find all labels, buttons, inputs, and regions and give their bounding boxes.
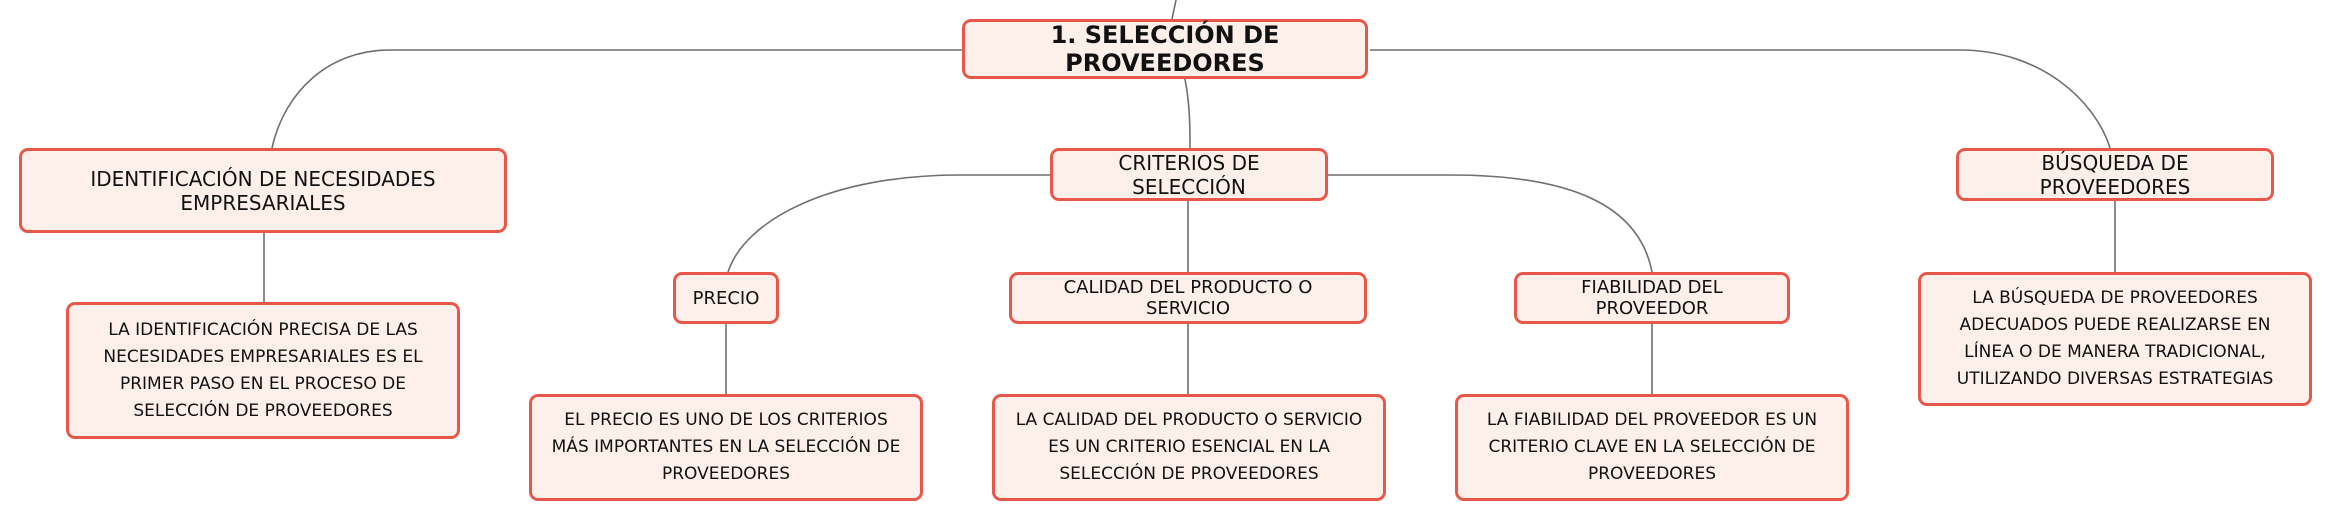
node-criterios-label: CRITERIOS DE SELECCIÓN xyxy=(1118,150,1260,199)
root-label: 1. SELECCIÓN DE PROVEEDORES xyxy=(1050,21,1280,77)
note-precio-text: EL PRECIO ES UNO DE LOS CRITERIOS MÁS IM… xyxy=(551,410,901,484)
node-identificacion[interactable]: IDENTIFICACIÓN DE NECESIDADES EMPRESARIA… xyxy=(19,148,507,233)
root-node[interactable]: 1. SELECCIÓN DE PROVEEDORES xyxy=(962,19,1368,79)
note-busqueda-text: LA BÚSQUEDA DE PROVEEDORES ADECUADOS PUE… xyxy=(1956,288,2274,389)
node-criterios[interactable]: CRITERIOS DE SELECCIÓN xyxy=(1050,148,1328,201)
note-fiabilidad-text: LA FIABILIDAD DEL PROVEEDOR ES UN CRITER… xyxy=(1486,410,1818,484)
connector-root-to-busqueda xyxy=(1370,49,2111,149)
node-calidad[interactable]: CALIDAD DEL PRODUCTO O SERVICIO xyxy=(1009,272,1367,324)
connector-criterios-to-precio xyxy=(727,174,1050,273)
node-precio-label: PRECIO xyxy=(692,287,760,309)
connector-from-above xyxy=(1171,0,1177,20)
node-fiabilidad[interactable]: FIABILIDAD DEL PROVEEDOR xyxy=(1514,272,1790,324)
node-busqueda[interactable]: BÚSQUEDA DE PROVEEDORES xyxy=(1956,148,2274,201)
note-fiabilidad[interactable]: LA FIABILIDAD DEL PROVEEDOR ES UN CRITER… xyxy=(1455,394,1849,501)
connector-root-to-identificacion xyxy=(271,49,968,149)
connector-root-to-criterios xyxy=(1184,78,1191,149)
node-precio[interactable]: PRECIO xyxy=(673,272,779,324)
node-fiabilidad-label: FIABILIDAD DEL PROVEEDOR xyxy=(1581,277,1723,319)
note-identificacion[interactable]: LA IDENTIFICACIÓN PRECISA DE LAS NECESID… xyxy=(66,302,460,439)
note-identificacion-text: LA IDENTIFICACIÓN PRECISA DE LAS NECESID… xyxy=(103,319,423,421)
note-precio[interactable]: EL PRECIO ES UNO DE LOS CRITERIOS MÁS IM… xyxy=(529,394,923,501)
note-calidad[interactable]: LA CALIDAD DEL PRODUCTO O SERVICIO ES UN… xyxy=(992,394,1386,501)
node-calidad-label: CALIDAD DEL PRODUCTO O SERVICIO xyxy=(1063,277,1313,319)
note-calidad-text: LA CALIDAD DEL PRODUCTO O SERVICIO ES UN… xyxy=(1015,410,1363,484)
node-identificacion-label: IDENTIFICACIÓN DE NECESIDADES EMPRESARIA… xyxy=(90,166,436,215)
node-busqueda-label: BÚSQUEDA DE PROVEEDORES xyxy=(2039,150,2191,199)
connector-criterios-to-fiabilidad xyxy=(1328,174,1653,273)
note-busqueda[interactable]: LA BÚSQUEDA DE PROVEEDORES ADECUADOS PUE… xyxy=(1918,272,2312,406)
